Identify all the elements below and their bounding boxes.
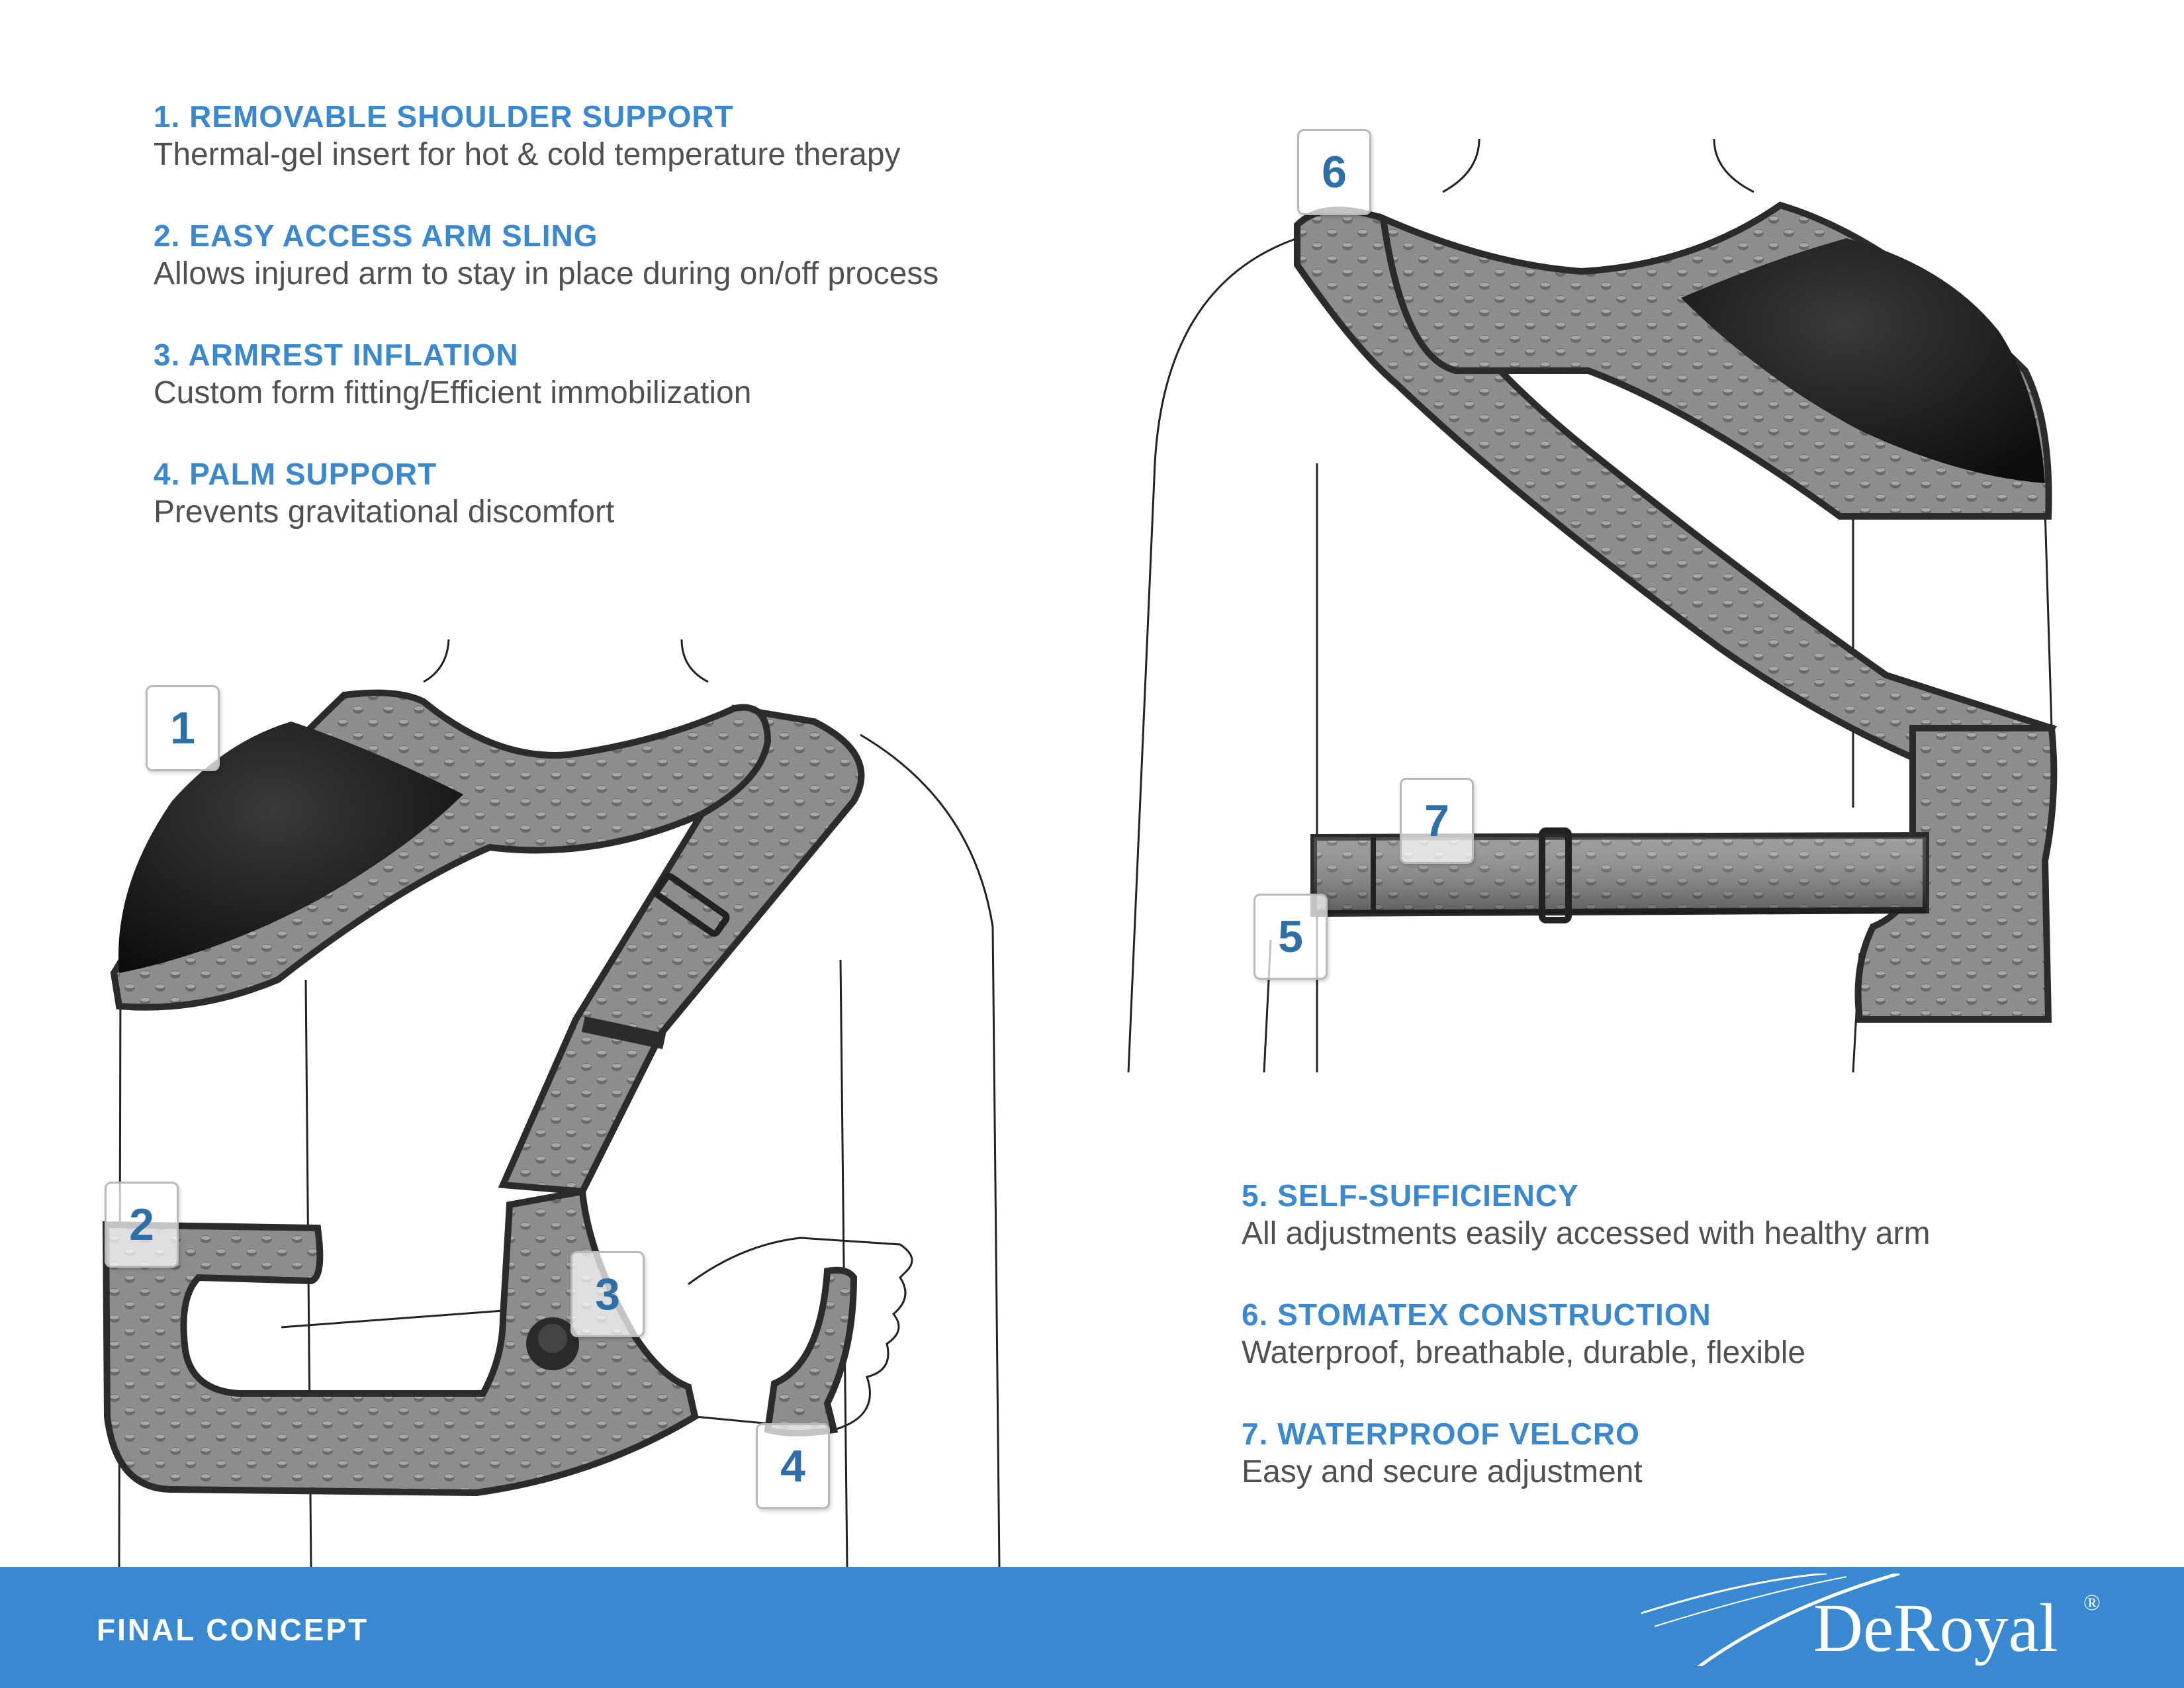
feature-2-title: 2. EASY ACCESS ARM SLING [154, 218, 598, 253]
callout-2: 2 [105, 1182, 179, 1268]
callout-7: 7 [1400, 778, 1474, 864]
feature-2-desc: Allows injured arm to stay in place duri… [154, 256, 939, 291]
feature-7: 7. WATERPROOF VELCRO Easy and secure adj… [1242, 1415, 1643, 1492]
feature-2: 2. EASY ACCESS ARM SLING Allows injured … [154, 217, 938, 294]
feature-4-title: 4. PALM SUPPORT [154, 457, 437, 491]
front-view-sling [102, 689, 865, 1497]
brand-logo: DeRoyal [1813, 1590, 2058, 1666]
callout-5: 5 [1253, 894, 1328, 980]
back-view-sling [1294, 201, 2058, 1023]
callout-1: 1 [146, 685, 220, 771]
feature-5-desc: All adjustments easily accessed with hea… [1242, 1216, 1931, 1251]
callout-3: 3 [570, 1251, 645, 1337]
footer-label: FINAL CONCEPT [97, 1613, 369, 1647]
feature-4-desc: Prevents gravitational discomfort [154, 494, 615, 530]
feature-1-desc: Thermal-gel insert for hot & cold temper… [154, 137, 901, 172]
brand-registered-mark: ® [2083, 1591, 2101, 1615]
feature-6-desc: Waterproof, breathable, durable, flexibl… [1242, 1335, 1806, 1370]
brand-swoosh-icon [1641, 1573, 1900, 1666]
feature-3: 3. ARMREST INFLATION Custom form fitting… [154, 336, 751, 413]
feature-1-title: 1. REMOVABLE SHOULDER SUPPORT [154, 99, 734, 134]
feature-4: 4. PALM SUPPORT Prevents gravitational d… [154, 455, 614, 532]
feature-6: 6. STOMATEX CONSTRUCTION Waterproof, bre… [1242, 1296, 1805, 1373]
feature-3-desc: Custom form fitting/Efficient immobiliza… [154, 375, 752, 410]
feature-1: 1. REMOVABLE SHOULDER SUPPORT Thermal-ge… [154, 98, 901, 175]
feature-5: 5. SELF-SUFFICIENCY All adjustments easi… [1242, 1177, 1930, 1254]
feature-7-desc: Easy and secure adjustment [1242, 1454, 1643, 1489]
feature-7-title: 7. WATERPROOF VELCRO [1242, 1417, 1640, 1451]
footer-bar: FINAL CONCEPT DeRoyal ® [0, 1567, 2184, 1688]
callout-4: 4 [756, 1423, 830, 1509]
feature-5-title: 5. SELF-SUFFICIENCY [1242, 1178, 1579, 1213]
feature-3-title: 3. ARMREST INFLATION [154, 338, 519, 372]
feature-6-title: 6. STOMATEX CONSTRUCTION [1242, 1297, 1711, 1332]
callout-6: 6 [1297, 129, 1371, 215]
